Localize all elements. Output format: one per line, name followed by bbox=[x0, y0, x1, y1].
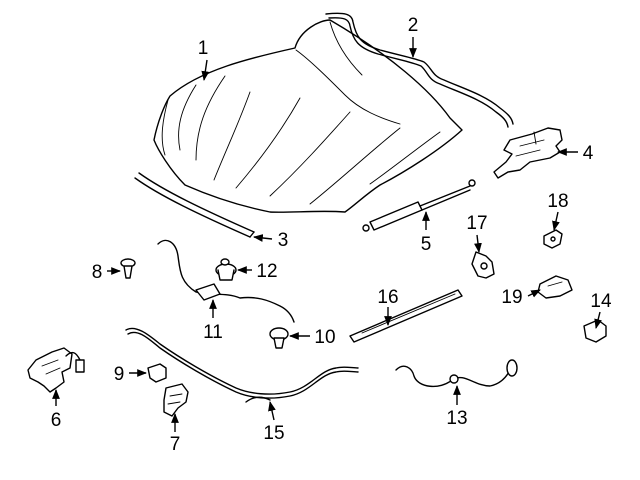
callout-8: 8 bbox=[92, 262, 103, 283]
callout-2: 2 bbox=[408, 15, 419, 36]
bumper-14 bbox=[583, 319, 607, 343]
seal-strip bbox=[134, 172, 255, 238]
callout-9: 9 bbox=[114, 364, 125, 385]
callout-4: 4 bbox=[583, 143, 594, 164]
lift-support bbox=[362, 179, 476, 232]
callout-16: 16 bbox=[377, 287, 398, 308]
callout-5: 5 bbox=[421, 234, 432, 255]
bracket-17 bbox=[471, 251, 495, 279]
callout-17: 17 bbox=[466, 213, 487, 234]
support-rod bbox=[125, 327, 359, 403]
callout-13: 13 bbox=[446, 408, 467, 429]
hood-seal bbox=[325, 12, 514, 128]
bracket-19 bbox=[537, 275, 573, 299]
leaders bbox=[52, 37, 602, 432]
latch-assembly bbox=[27, 347, 85, 393]
clip-18 bbox=[543, 229, 563, 249]
callout-15: 15 bbox=[263, 423, 284, 444]
callout-1: 1 bbox=[198, 38, 209, 59]
callout-10: 10 bbox=[314, 327, 335, 348]
callout-19: 19 bbox=[501, 287, 522, 308]
front-seal bbox=[349, 289, 463, 343]
release-cable bbox=[157, 239, 295, 323]
clip-9 bbox=[147, 363, 167, 383]
callout-11: 11 bbox=[203, 322, 223, 343]
callout-3: 3 bbox=[278, 230, 289, 251]
callout-12: 12 bbox=[256, 261, 277, 282]
release-bracket bbox=[163, 383, 189, 417]
callout-6: 6 bbox=[51, 410, 62, 431]
hood-panel bbox=[153, 19, 463, 213]
cable-13 bbox=[395, 359, 518, 387]
hood-latch bbox=[493, 127, 563, 179]
callout-18: 18 bbox=[547, 191, 568, 212]
push-pin-8 bbox=[120, 258, 136, 279]
callout-7: 7 bbox=[170, 434, 181, 455]
callout-14: 14 bbox=[590, 291, 612, 312]
push-pin-10 bbox=[269, 327, 289, 349]
grommet-12 bbox=[215, 258, 237, 281]
